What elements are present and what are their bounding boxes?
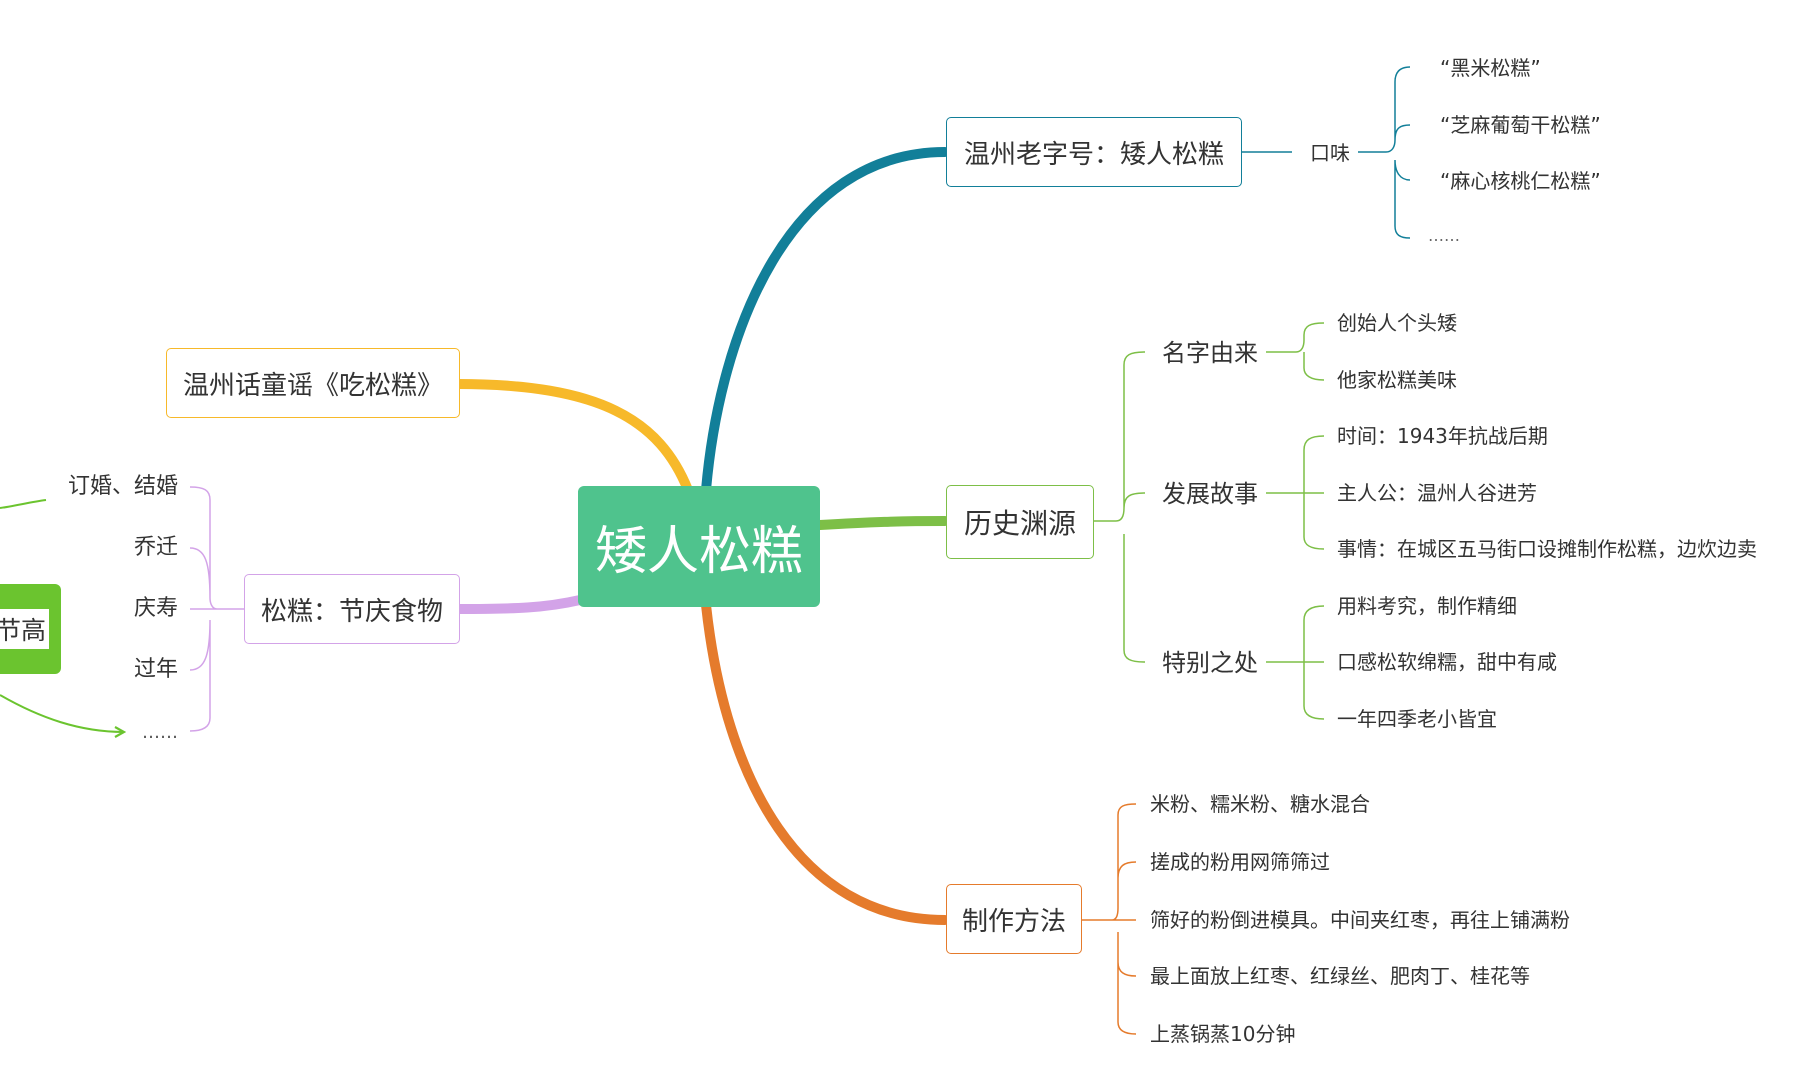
link-group-name	[1266, 322, 1325, 381]
detail-item[interactable]: 口感松软绵糯，甜中有咸	[1337, 650, 1557, 674]
method-step[interactable]: 最上面放上红枣、红绿丝、肥肉丁、桂花等	[1150, 964, 1530, 988]
offscreen-topic-label: 节高	[0, 609, 49, 649]
link-festival-items	[189, 486, 244, 732]
detail-item[interactable]: 主人公：温州人谷进芳	[1337, 481, 1537, 505]
detail-item[interactable]: 时间：1943年抗战后期	[1337, 424, 1548, 448]
topic-festival[interactable]: 松糕：节庆食物	[244, 574, 460, 644]
branch-link-method	[701, 600, 950, 925]
subtopic-special[interactable]: 特别之处	[1162, 649, 1258, 677]
topic-method-label: 制作方法	[961, 906, 1066, 937]
flavor-item[interactable]: ……	[1428, 226, 1460, 245]
method-step[interactable]: 上蒸锅蒸10分钟	[1150, 1022, 1296, 1046]
festival-item[interactable]: 乔迁	[133, 535, 178, 560]
detail-item[interactable]: 他家松糕美味	[1337, 368, 1457, 392]
branch-link-history	[815, 516, 950, 530]
festival-item[interactable]: 订婚、结婚	[67, 474, 178, 499]
subtopic-name-origin[interactable]: 名字由来	[1162, 339, 1258, 367]
festival-item[interactable]: 过年	[133, 657, 178, 682]
festival-item[interactable]: 庆寿	[133, 596, 178, 621]
flavor-item[interactable]: “黑米松糕”	[1440, 56, 1541, 80]
link-offscreen-top	[0, 499, 47, 509]
branch-link-brand	[701, 147, 950, 495]
detail-item[interactable]: 事情：在城区五马街口设摊制作松糕，边炊边卖	[1337, 537, 1757, 561]
topic-rhyme[interactable]: 温州话童谣《吃松糕》	[166, 348, 460, 418]
branch-link-rhyme	[453, 379, 693, 495]
topic-brand-label: 温州老字号：矮人松糕	[963, 139, 1224, 170]
offscreen-topic[interactable]: 节高	[0, 584, 61, 674]
festival-item[interactable]: ……	[142, 722, 178, 743]
branch-link-festival	[453, 595, 585, 614]
method-step[interactable]: 筛好的粉倒进模具。中间夹红枣，再往上铺满粉	[1150, 908, 1570, 932]
topic-history[interactable]: 历史渊源	[946, 485, 1094, 559]
link-history-groups	[1090, 351, 1146, 663]
topic-history-label: 历史渊源	[963, 507, 1076, 540]
subtopic-flavor[interactable]: 口味	[1310, 141, 1350, 165]
detail-item[interactable]: 一年四季老小皆宜	[1337, 707, 1497, 731]
flavor-item[interactable]: “麻心核桃仁松糕”	[1440, 169, 1601, 193]
topic-festival-label: 松糕：节庆食物	[260, 596, 443, 627]
root-topic-label: 矮人松糕	[594, 522, 803, 582]
link-method-items	[1082, 803, 1137, 1035]
topic-method[interactable]: 制作方法	[946, 884, 1082, 954]
topic-brand[interactable]: 温州老字号：矮人松糕	[946, 117, 1242, 187]
link-offscreen-arrow	[0, 694, 124, 732]
link-group-story	[1266, 435, 1325, 550]
flavor-item[interactable]: “芝麻葡萄干松糕”	[1440, 113, 1601, 137]
method-step[interactable]: 米粉、糯米粉、糖水混合	[1150, 792, 1370, 816]
link-group-special	[1266, 605, 1325, 720]
topic-rhyme-label: 温州话童谣《吃松糕》	[182, 370, 443, 401]
detail-item[interactable]: 用料考究，制作精细	[1337, 594, 1517, 618]
method-step[interactable]: 搓成的粉用网筛筛过	[1150, 850, 1330, 874]
detail-item[interactable]: 创始人个头矮	[1337, 311, 1457, 335]
root-topic[interactable]: 矮人松糕	[578, 486, 820, 607]
link-flavor-items	[1358, 66, 1411, 239]
subtopic-development[interactable]: 发展故事	[1162, 480, 1258, 508]
